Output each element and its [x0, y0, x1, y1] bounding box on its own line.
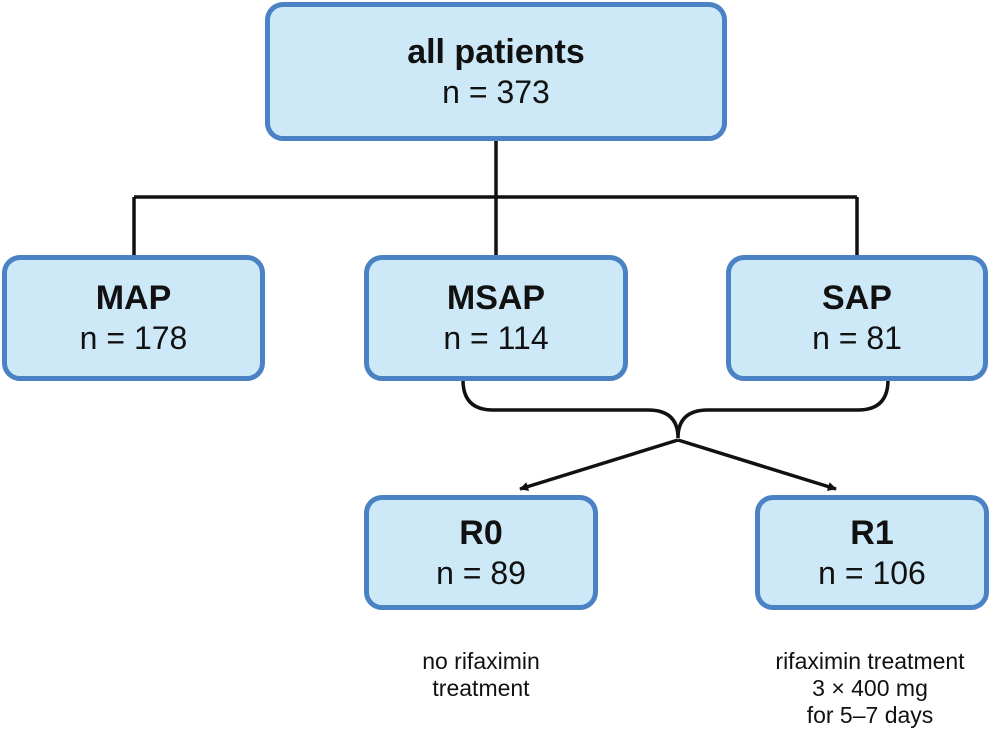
node-count: n = 373 [442, 73, 550, 110]
node-title: MAP [95, 279, 172, 317]
node-sap: SAP n = 81 [726, 255, 988, 381]
node-title: R1 [850, 513, 894, 552]
note-line: rifaximin treatment [775, 648, 965, 674]
node-r0: R0 n = 89 [364, 495, 598, 610]
node-count: n = 89 [436, 554, 526, 591]
node-title: MSAP [446, 279, 546, 317]
note-line: treatment [432, 675, 530, 701]
note-r1: rifaximin treatment 3 × 400 mg for 5–7 d… [748, 648, 992, 729]
node-count: n = 81 [812, 320, 902, 356]
note-line: no rifaximin [422, 648, 540, 674]
node-title: all patients [407, 32, 585, 71]
curly-brace [461, 379, 890, 439]
node-title: SAP [822, 279, 892, 317]
node-all-patients: all patients n = 373 [265, 2, 727, 141]
note-line: 3 × 400 mg [812, 675, 928, 701]
node-msap: MSAP n = 114 [364, 255, 628, 381]
note-r0: no rifaximin treatment [364, 648, 598, 702]
node-r1: R1 n = 106 [755, 495, 989, 610]
node-map: MAP n = 178 [2, 255, 265, 381]
node-count: n = 114 [443, 320, 549, 356]
node-count: n = 178 [79, 320, 188, 356]
arrow-to-r1 [677, 438, 837, 491]
arrow-to-r0 [519, 438, 679, 491]
node-title: R0 [459, 513, 503, 552]
note-line: for 5–7 days [806, 702, 934, 728]
node-count: n = 106 [818, 554, 926, 591]
